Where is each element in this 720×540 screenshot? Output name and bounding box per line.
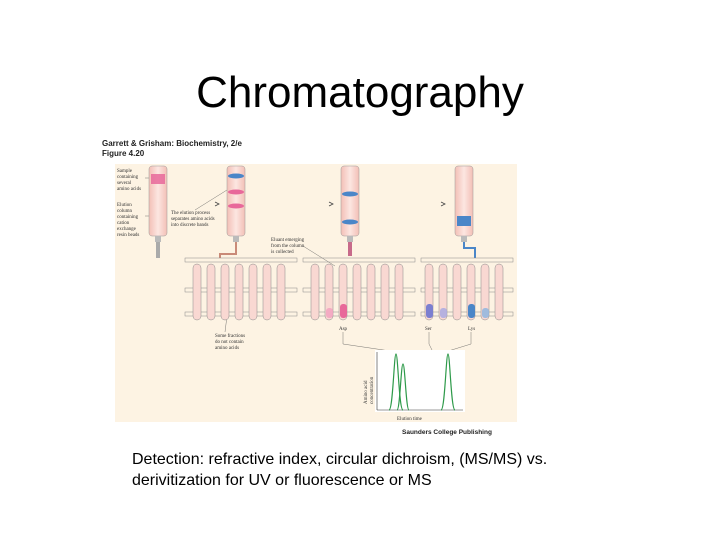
label-sample-3: several [117, 181, 132, 186]
label-column-3: containing [117, 215, 139, 220]
label-ser: Ser [425, 327, 432, 332]
label-eluant-1: Eluant emerging [271, 238, 305, 243]
label-sample-1: Sample [117, 169, 133, 174]
publisher-credit: Saunders College Publishing [402, 429, 492, 436]
column-4 [454, 165, 476, 258]
label-no-amino-3: amino acids [215, 346, 239, 351]
column-2 [219, 165, 246, 258]
label-column-6: resin beads [117, 233, 139, 238]
peak-lys [440, 353, 456, 411]
label-elution-1: The elution process [171, 211, 210, 216]
chromatogram: Amino acid concentration Elution time [364, 350, 465, 422]
label-sample-4: amino acids [117, 187, 141, 192]
label-column-5: exchange [117, 227, 137, 232]
caption-line-2: derivitization for UV or fluorescence or… [132, 472, 432, 489]
label-lys: Lys [468, 327, 475, 332]
label-elution-2: separates amino acids [171, 217, 215, 222]
label-no-amino-1: Some fractions [215, 334, 245, 339]
slide-title: Chromatography [196, 68, 524, 117]
label-column-2: column [117, 209, 132, 214]
column-1 [148, 165, 168, 258]
fraction-ser [426, 304, 433, 318]
label-elution-3: into discrete bands [171, 223, 209, 228]
chromatography-figure: Garrett & Grisham: Biochemistry, 2/e Fig… [102, 136, 517, 438]
column-3 [340, 165, 360, 256]
chromatogram-y-label-2: concentration [370, 376, 375, 404]
label-sample-2: containing [117, 175, 139, 180]
fraction-asp [340, 304, 347, 318]
figure-header-number: Figure 4.20 [102, 149, 145, 158]
label-eluant-3: is collected [271, 250, 294, 255]
chromatogram-y-label-1: Amino acid [364, 380, 369, 404]
label-column-1: Elution [117, 203, 132, 208]
label-no-amino-2: do not contain [215, 340, 244, 345]
fraction-lys [468, 304, 475, 318]
caption-line-1: Detection: refractive index, circular di… [132, 451, 548, 468]
chromatogram-x-label: Elution time [397, 417, 423, 422]
slide-caption: Detection: refractive index, circular di… [132, 449, 672, 491]
peak-ser [396, 363, 410, 411]
label-eluant-2: from the column [271, 244, 305, 249]
label-asp: Asp [339, 327, 348, 332]
figure-header-title: Garrett & Grisham: Biochemistry, 2/e [102, 139, 242, 148]
peak-asp [388, 353, 404, 411]
label-column-4: cation [117, 221, 130, 226]
